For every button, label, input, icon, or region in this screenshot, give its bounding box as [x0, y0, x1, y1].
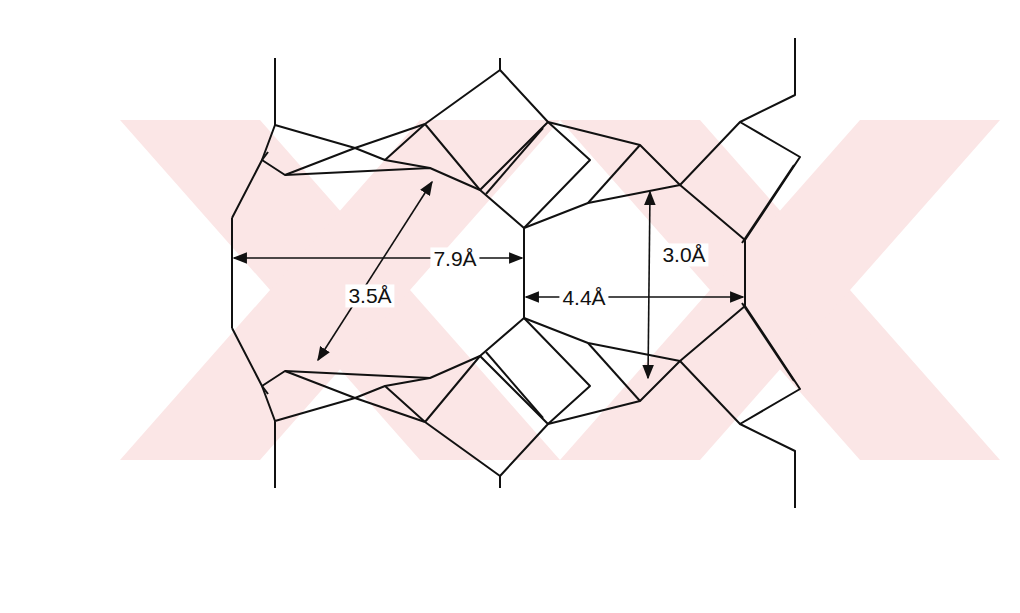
lower-framework — [232, 303, 800, 508]
dimension-label: 3.0Å — [659, 243, 708, 266]
dimension-label: 7.9Å — [430, 247, 479, 270]
dimension-label: 3.5Å — [345, 284, 394, 307]
dimension-label: 4.4Å — [559, 286, 608, 309]
watermark — [120, 120, 1000, 460]
upper-framework — [232, 38, 800, 243]
ring-sides — [232, 218, 745, 328]
dimension-arrows — [234, 182, 743, 378]
